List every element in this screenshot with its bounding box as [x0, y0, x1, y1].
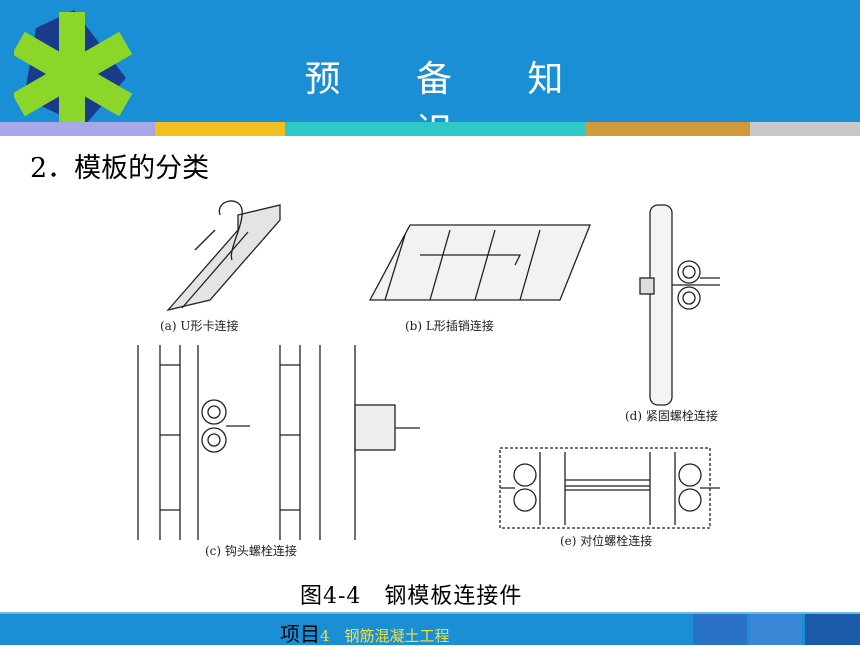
label-e: (e) 对位螺栓连接: [560, 533, 652, 548]
color-stripe: [0, 122, 155, 136]
color-stripe: [155, 122, 285, 136]
footer-divider: [0, 612, 860, 614]
label-d: (d) 紧固螺栓连接: [625, 408, 718, 423]
footer-box: [750, 614, 802, 645]
footer-project-label: 项目4 钢筋混凝土工程: [280, 618, 450, 647]
page-title: 预 备 知 识: [304, 59, 596, 152]
alignment-bolt-drawing: [499, 447, 720, 529]
color-stripe: [285, 122, 585, 136]
label-a: (a) U形卡连接: [160, 318, 238, 333]
label-b: (b) L形插销连接: [405, 318, 494, 333]
label-c: (c) 钩头螺栓连接: [205, 543, 297, 558]
section-subtitle: 2．模板的分类: [30, 153, 210, 184]
footer-box: [693, 614, 747, 645]
color-stripe: [585, 122, 750, 136]
footer-project: 4 钢筋混凝土工程: [320, 627, 450, 645]
l-pin-drawing: [368, 224, 591, 301]
u-clip-drawing: [166, 200, 281, 312]
color-stripe: [750, 122, 860, 136]
hook-bolt-drawing: [137, 345, 420, 540]
asterisk-logo-icon: [14, 10, 133, 136]
footer-box: [805, 614, 860, 645]
figure-caption: 图4-4 钢模板连接件: [300, 584, 523, 609]
tight-bolt-drawing: [639, 204, 720, 406]
footer-prefix: 项目: [280, 622, 320, 646]
header-bar: [0, 0, 860, 122]
connector-diagram: (a) U形卡连接 (b) L形插销连接 (d) 紧固螺栓连接 (c) 钩头螺栓…: [137, 200, 720, 558]
